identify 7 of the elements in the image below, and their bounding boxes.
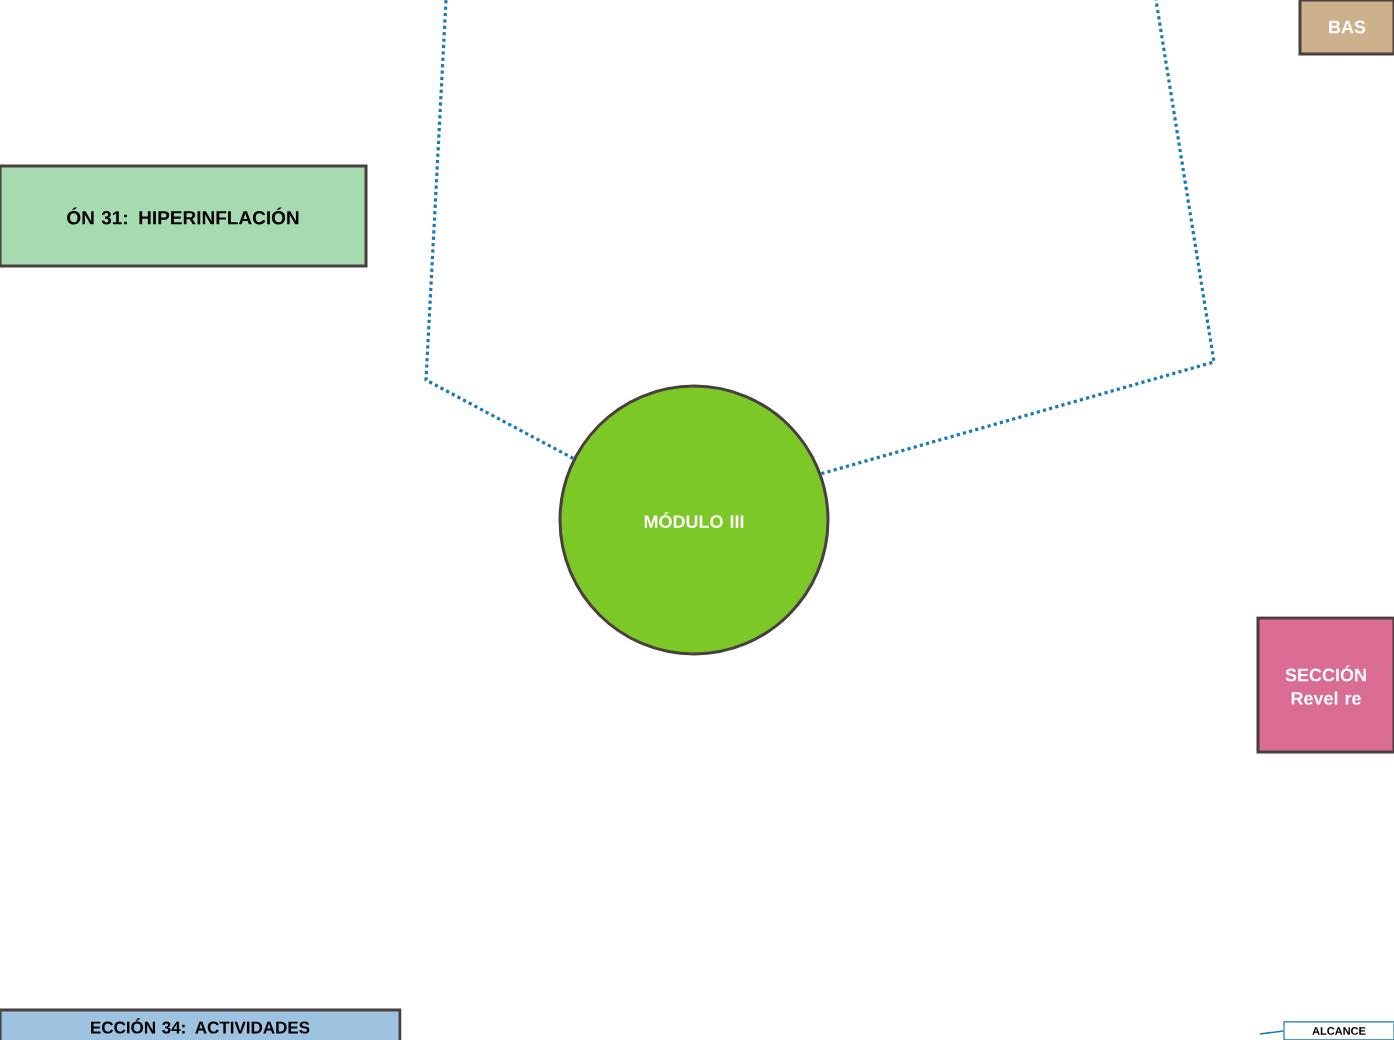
section-box: ÓN 31: HIPERINFLACIÓN <box>0 164 368 268</box>
connector-line <box>424 0 575 460</box>
connector-line <box>1259 1030 1285 1035</box>
section-box: BAS <box>1298 0 1394 56</box>
section-box: SECCIÓN Revel re <box>1256 616 1394 754</box>
section-box: ECCIÓN 34: ACTIVIDADES <box>0 1008 402 1040</box>
connector-line <box>820 0 1216 476</box>
